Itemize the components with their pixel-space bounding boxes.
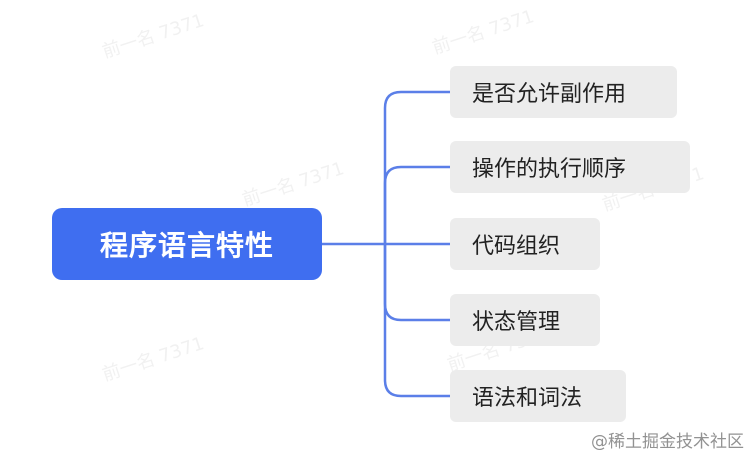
branch-node-label: 代码组织 — [472, 234, 561, 259]
connector-branch-4 — [383, 244, 450, 398]
branch-node-state-management[interactable]: 状态管理 — [450, 294, 600, 346]
branch-node-label: 语法和词法 — [472, 386, 583, 411]
branch-node-label: 状态管理 — [472, 310, 561, 335]
source-credit: @稀土掘金技术社区 — [591, 432, 744, 452]
branch-node-side-effects[interactable]: 是否允许副作用 — [450, 66, 677, 118]
root-node-label: 程序语言特性 — [99, 229, 274, 262]
connector-branch-0 — [383, 90, 450, 244]
connector-branch-1 — [383, 165, 450, 244]
branch-node-code-organization[interactable]: 代码组织 — [450, 218, 600, 270]
branch-node-label: 操作的执行顺序 — [472, 157, 627, 182]
branch-node-label: 是否允许副作用 — [472, 82, 627, 107]
connector-branch-3 — [383, 244, 450, 322]
root-node[interactable]: 程序语言特性 — [52, 208, 322, 280]
branch-node-execution-order[interactable]: 操作的执行顺序 — [450, 141, 690, 193]
branch-node-syntax-lexicon[interactable]: 语法和词法 — [450, 370, 626, 422]
